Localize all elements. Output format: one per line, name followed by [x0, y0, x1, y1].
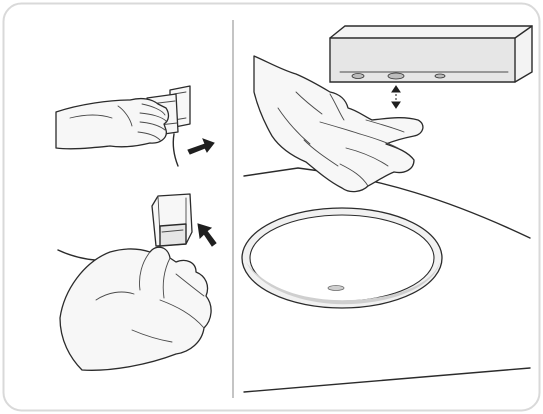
- sink-bowl: [242, 208, 442, 308]
- sensor-dispenser: [330, 26, 532, 82]
